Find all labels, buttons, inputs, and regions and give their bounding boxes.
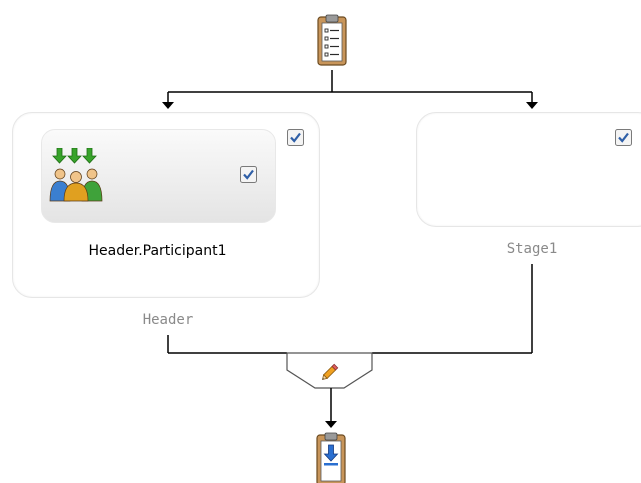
clipboard-download-icon[interactable] xyxy=(315,432,347,483)
stage-header-checkbox-icon[interactable] xyxy=(287,129,304,146)
stage-name-stage1: Stage1 xyxy=(506,241,558,257)
arrow-to-stage1 xyxy=(526,102,538,109)
stage-name-header: Header xyxy=(142,312,194,328)
clipboard-list-icon[interactable] xyxy=(316,14,348,70)
participant-label: Header.Participant1 xyxy=(88,243,227,259)
participant-node[interactable] xyxy=(41,129,276,223)
user-group-icon xyxy=(49,148,103,202)
participant-checkbox-icon[interactable] xyxy=(240,166,257,183)
stage-stage1-checkbox-icon[interactable] xyxy=(615,129,632,146)
pencil-icon[interactable] xyxy=(321,363,339,381)
arrow-to-end xyxy=(325,421,337,428)
stage-stage1[interactable] xyxy=(416,112,641,227)
arrow-to-header xyxy=(162,102,174,109)
